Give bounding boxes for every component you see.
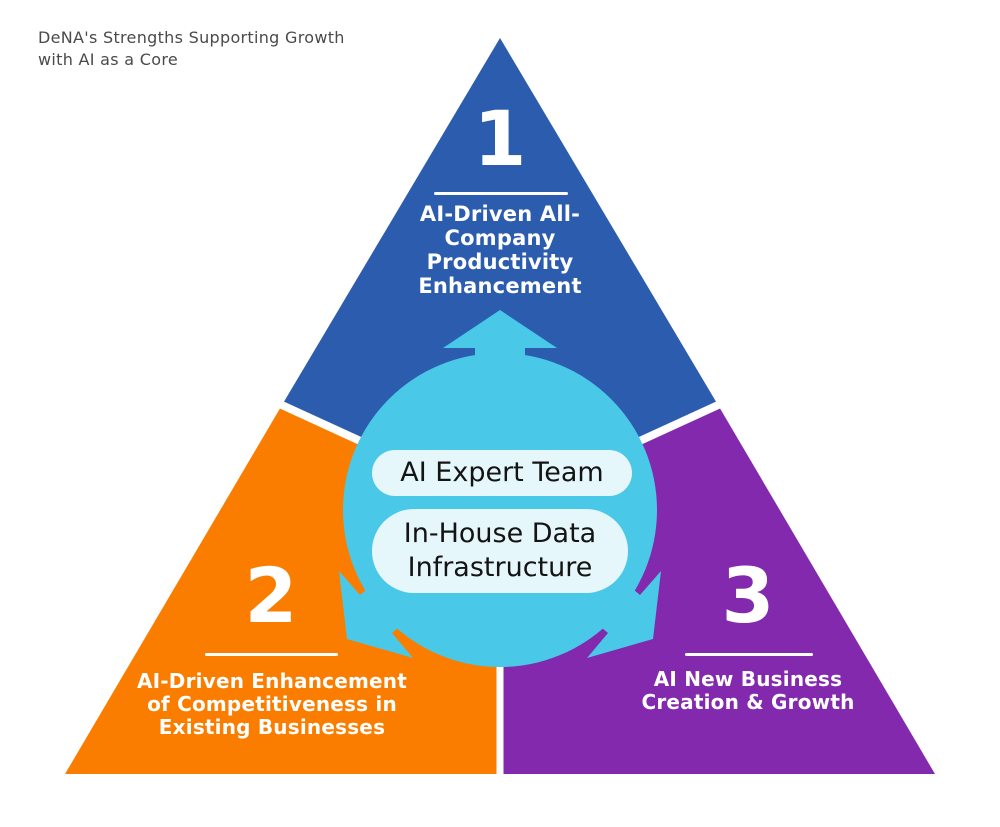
pill-in-house-data-infrastructure: In-House Data Infrastructure — [372, 509, 628, 593]
section-2-divider — [205, 653, 338, 656]
pill-in-house-data-infrastructure-label: In-House Data Infrastructure — [403, 518, 597, 583]
section-2-label: AI-Driven Enhancement of Competitiveness… — [136, 669, 408, 739]
pill-ai-expert-team-label: AI Expert Team — [400, 457, 604, 488]
section-1-label: AI-Driven All- Company Productivity Enha… — [418, 202, 582, 298]
section-1-number: 1 — [473, 94, 527, 183]
section-3-label: AI New Business Creation & Growth — [641, 667, 855, 714]
section-3-divider — [685, 653, 813, 656]
pill-ai-expert-team: AI Expert Team — [372, 450, 632, 496]
section-top-shape — [282, 38, 718, 505]
page-title: DeNA's Strengths Supporting Growth with … — [38, 28, 345, 69]
section-1-divider — [434, 192, 568, 195]
section-2-number: 2 — [244, 551, 298, 640]
section-3-number: 3 — [721, 551, 775, 640]
